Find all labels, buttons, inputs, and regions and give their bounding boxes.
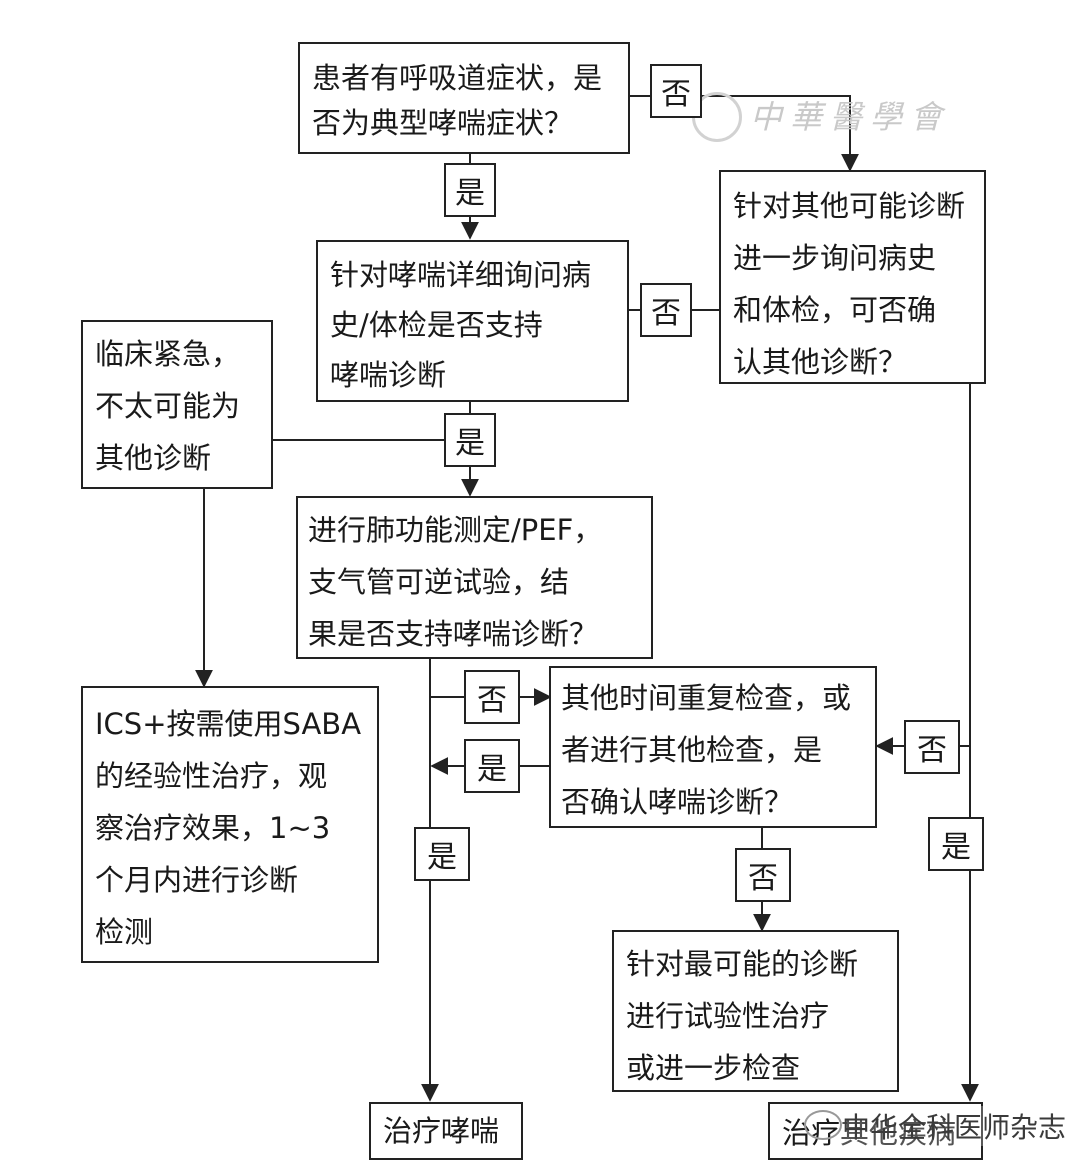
- node-treat-asthma: 治疗哮喘: [369, 1102, 523, 1160]
- label-no-history: 否: [640, 283, 692, 337]
- label-yes-typical: 是: [444, 163, 496, 217]
- watermark-text: 中華醫學會: [750, 98, 951, 136]
- label-yes-history: 是: [444, 413, 496, 467]
- label-no-right: 否: [904, 720, 960, 774]
- label-yes-lung: 是: [414, 827, 470, 881]
- label-no-lung: 否: [464, 670, 520, 724]
- node-asthma-history: 针对哮喘详细询问病 史/体检是否支持 哮喘诊断: [316, 240, 629, 402]
- node-lung-function-test: 进行肺功能测定/PEF， 支气管可逆试验，结 果是否支持哮喘诊断？: [296, 496, 653, 659]
- node-other-diagnosis: 针对其他可能诊断 进一步询问病史 和体检，可否确 认其他诊断？: [719, 170, 986, 384]
- label-yes-right: 是: [928, 817, 984, 871]
- node-empirical-treatment: ICS+按需使用SABA 的经验性治疗，观 察治疗效果，1~3 个月内进行诊断 …: [81, 686, 379, 963]
- label-no-typical: 否: [650, 64, 702, 118]
- label-yes-repeat: 是: [464, 739, 520, 793]
- node-trial-treatment: 针对最可能的诊断 进行试验性治疗 或进一步检查: [612, 930, 899, 1092]
- node-typical-symptoms: 患者有呼吸道症状，是 否为典型哮喘症状？: [298, 42, 630, 154]
- label-no-repeat: 否: [735, 848, 791, 902]
- node-repeat-test: 其他时间重复检查，或 者进行其他检查，是 否确认哮喘诊断？: [549, 666, 877, 828]
- watermark-journal-name: 中华全科医师杂志: [842, 1106, 1067, 1146]
- node-clinical-urgent: 临床紧急， 不太可能为 其他诊断: [81, 320, 273, 489]
- wechat-icon: [804, 1110, 842, 1140]
